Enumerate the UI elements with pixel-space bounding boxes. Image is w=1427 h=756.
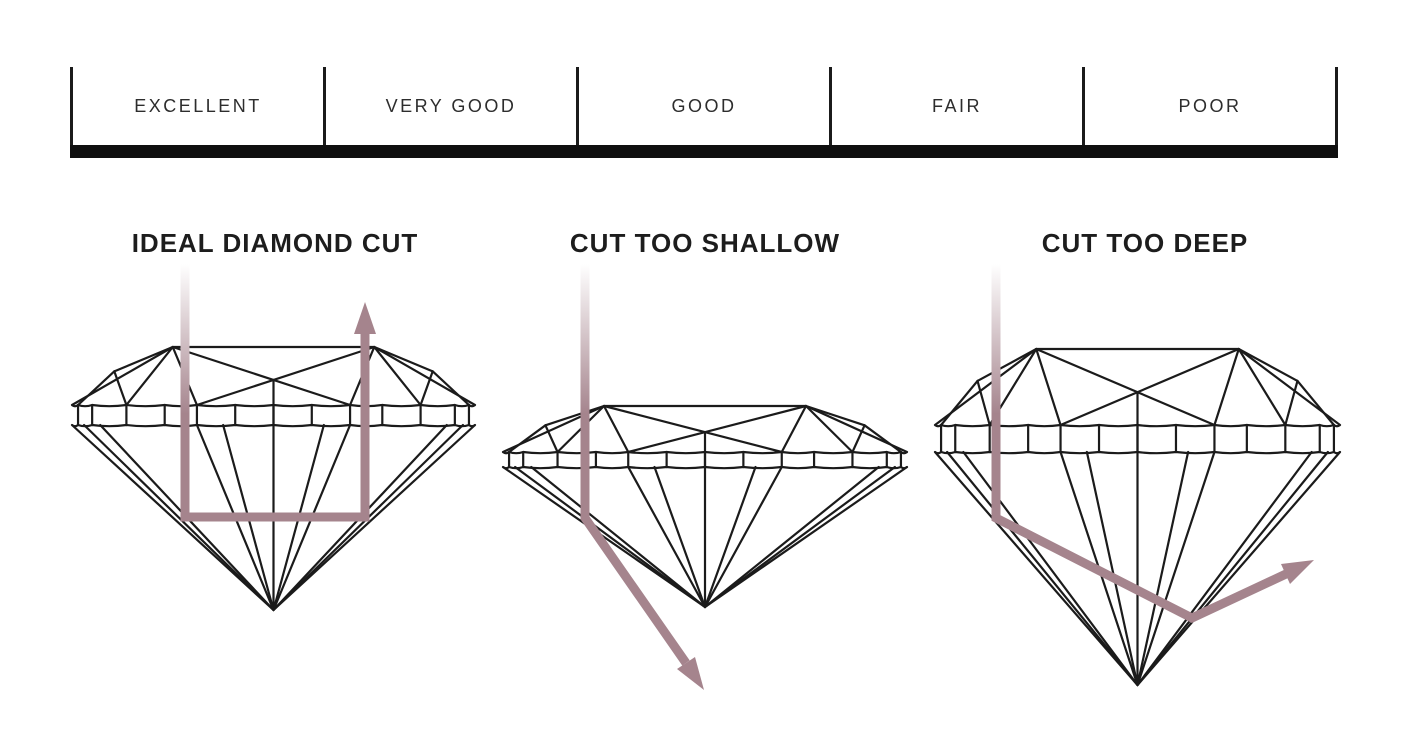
- scale-segment-very-good: VERY GOOD: [323, 67, 576, 145]
- scale-segment-good: GOOD: [576, 67, 829, 145]
- light-ray-arrow: [180, 264, 376, 522]
- ideal-cut-diamond-diagram: [70, 264, 477, 612]
- cut-grade-scale: EXCELLENT VERY GOOD GOOD FAIR POOR: [70, 67, 1338, 158]
- diamond-outline: [70, 345, 477, 612]
- scale-segment-excellent: EXCELLENT: [70, 67, 323, 145]
- light-ray-arrow: [991, 264, 1314, 624]
- figure-cut-too-deep: CUT TOO DEEP: [920, 228, 1370, 744]
- figure-cut-too-shallow: CUT TOO SHALLOW: [490, 228, 920, 714]
- scale-label: VERY GOOD: [385, 95, 517, 116]
- arrow-head-icon: [677, 657, 704, 690]
- scale-label: POOR: [1178, 95, 1242, 116]
- scale-label: FAIR: [931, 95, 982, 116]
- scale-bar: [70, 145, 1338, 158]
- diamond-outline: [501, 404, 909, 609]
- arrow-head-icon: [1281, 560, 1314, 584]
- figure-ideal-cut: IDEAL DIAMOND CUT: [60, 228, 490, 654]
- shallow-cut-diamond-diagram: [501, 264, 909, 690]
- scale-label: GOOD: [671, 95, 737, 116]
- figure-title-ideal: IDEAL DIAMOND CUT: [131, 228, 419, 258]
- arrow-head-icon: [354, 302, 376, 334]
- scale-segment-fair: FAIR: [829, 67, 1082, 145]
- figure-title-deep: CUT TOO DEEP: [1041, 228, 1249, 258]
- scale-segment-poor: POOR: [1082, 67, 1338, 145]
- light-ray-arrow: [580, 264, 704, 690]
- deep-cut-diamond-diagram: [933, 264, 1342, 687]
- scale-label: EXCELLENT: [134, 95, 262, 116]
- scale-cells: EXCELLENT VERY GOOD GOOD FAIR POOR: [70, 67, 1338, 145]
- figure-title-shallow: CUT TOO SHALLOW: [569, 228, 841, 258]
